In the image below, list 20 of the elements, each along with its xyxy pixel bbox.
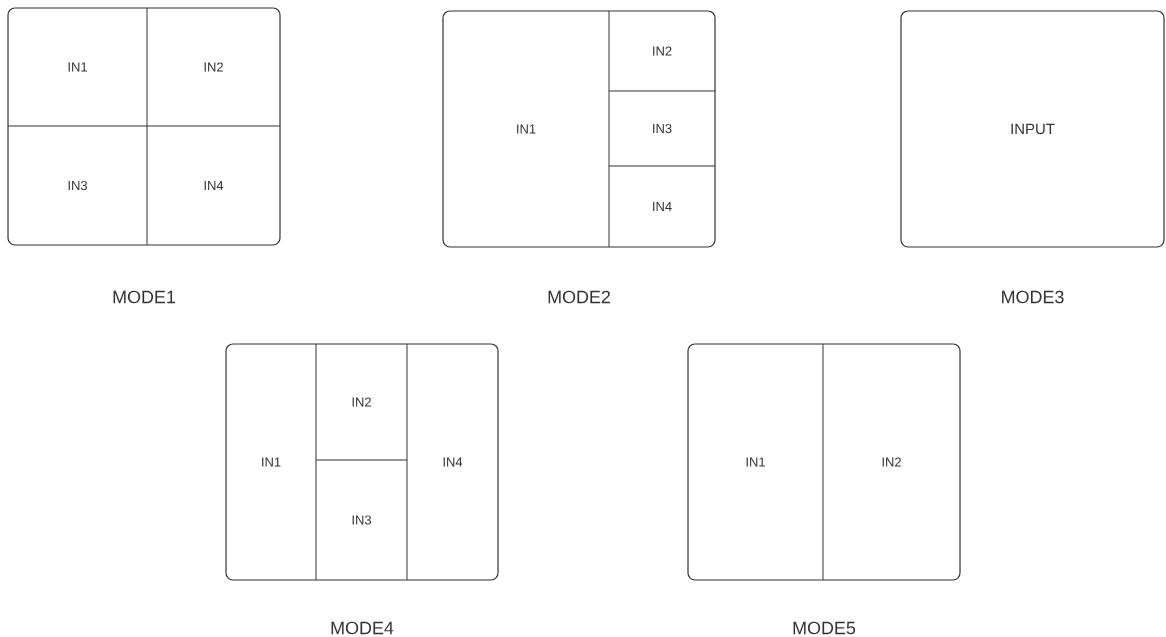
- screen-layout-frame: INPUT: [900, 10, 1165, 248]
- layout-cell: IN1: [746, 457, 765, 467]
- mode-label: MODE3: [1002, 290, 1064, 304]
- layout-cell: IN4: [204, 181, 224, 190]
- layout-cell: IN1: [68, 62, 87, 72]
- layout-cell: IN1: [517, 124, 536, 134]
- layout-cell: IN4: [653, 202, 672, 211]
- layout-cell: IN2: [352, 397, 371, 407]
- layout-cell: IN3: [653, 123, 672, 134]
- mode-label: MODE2: [548, 290, 610, 304]
- layout-cell: IN3: [352, 515, 371, 525]
- layout-cell: IN2: [653, 46, 672, 56]
- layout-cell: IN4: [443, 457, 463, 467]
- layout-cell: IN1: [262, 457, 281, 467]
- layout-cell: IN2: [882, 457, 901, 467]
- mode-label: MODE1: [113, 290, 175, 304]
- mode-label: MODE4: [331, 621, 394, 635]
- layout-cell: IN3: [68, 180, 87, 191]
- mode-label: MODE5: [793, 621, 856, 635]
- layout-cell: IN2: [204, 62, 223, 72]
